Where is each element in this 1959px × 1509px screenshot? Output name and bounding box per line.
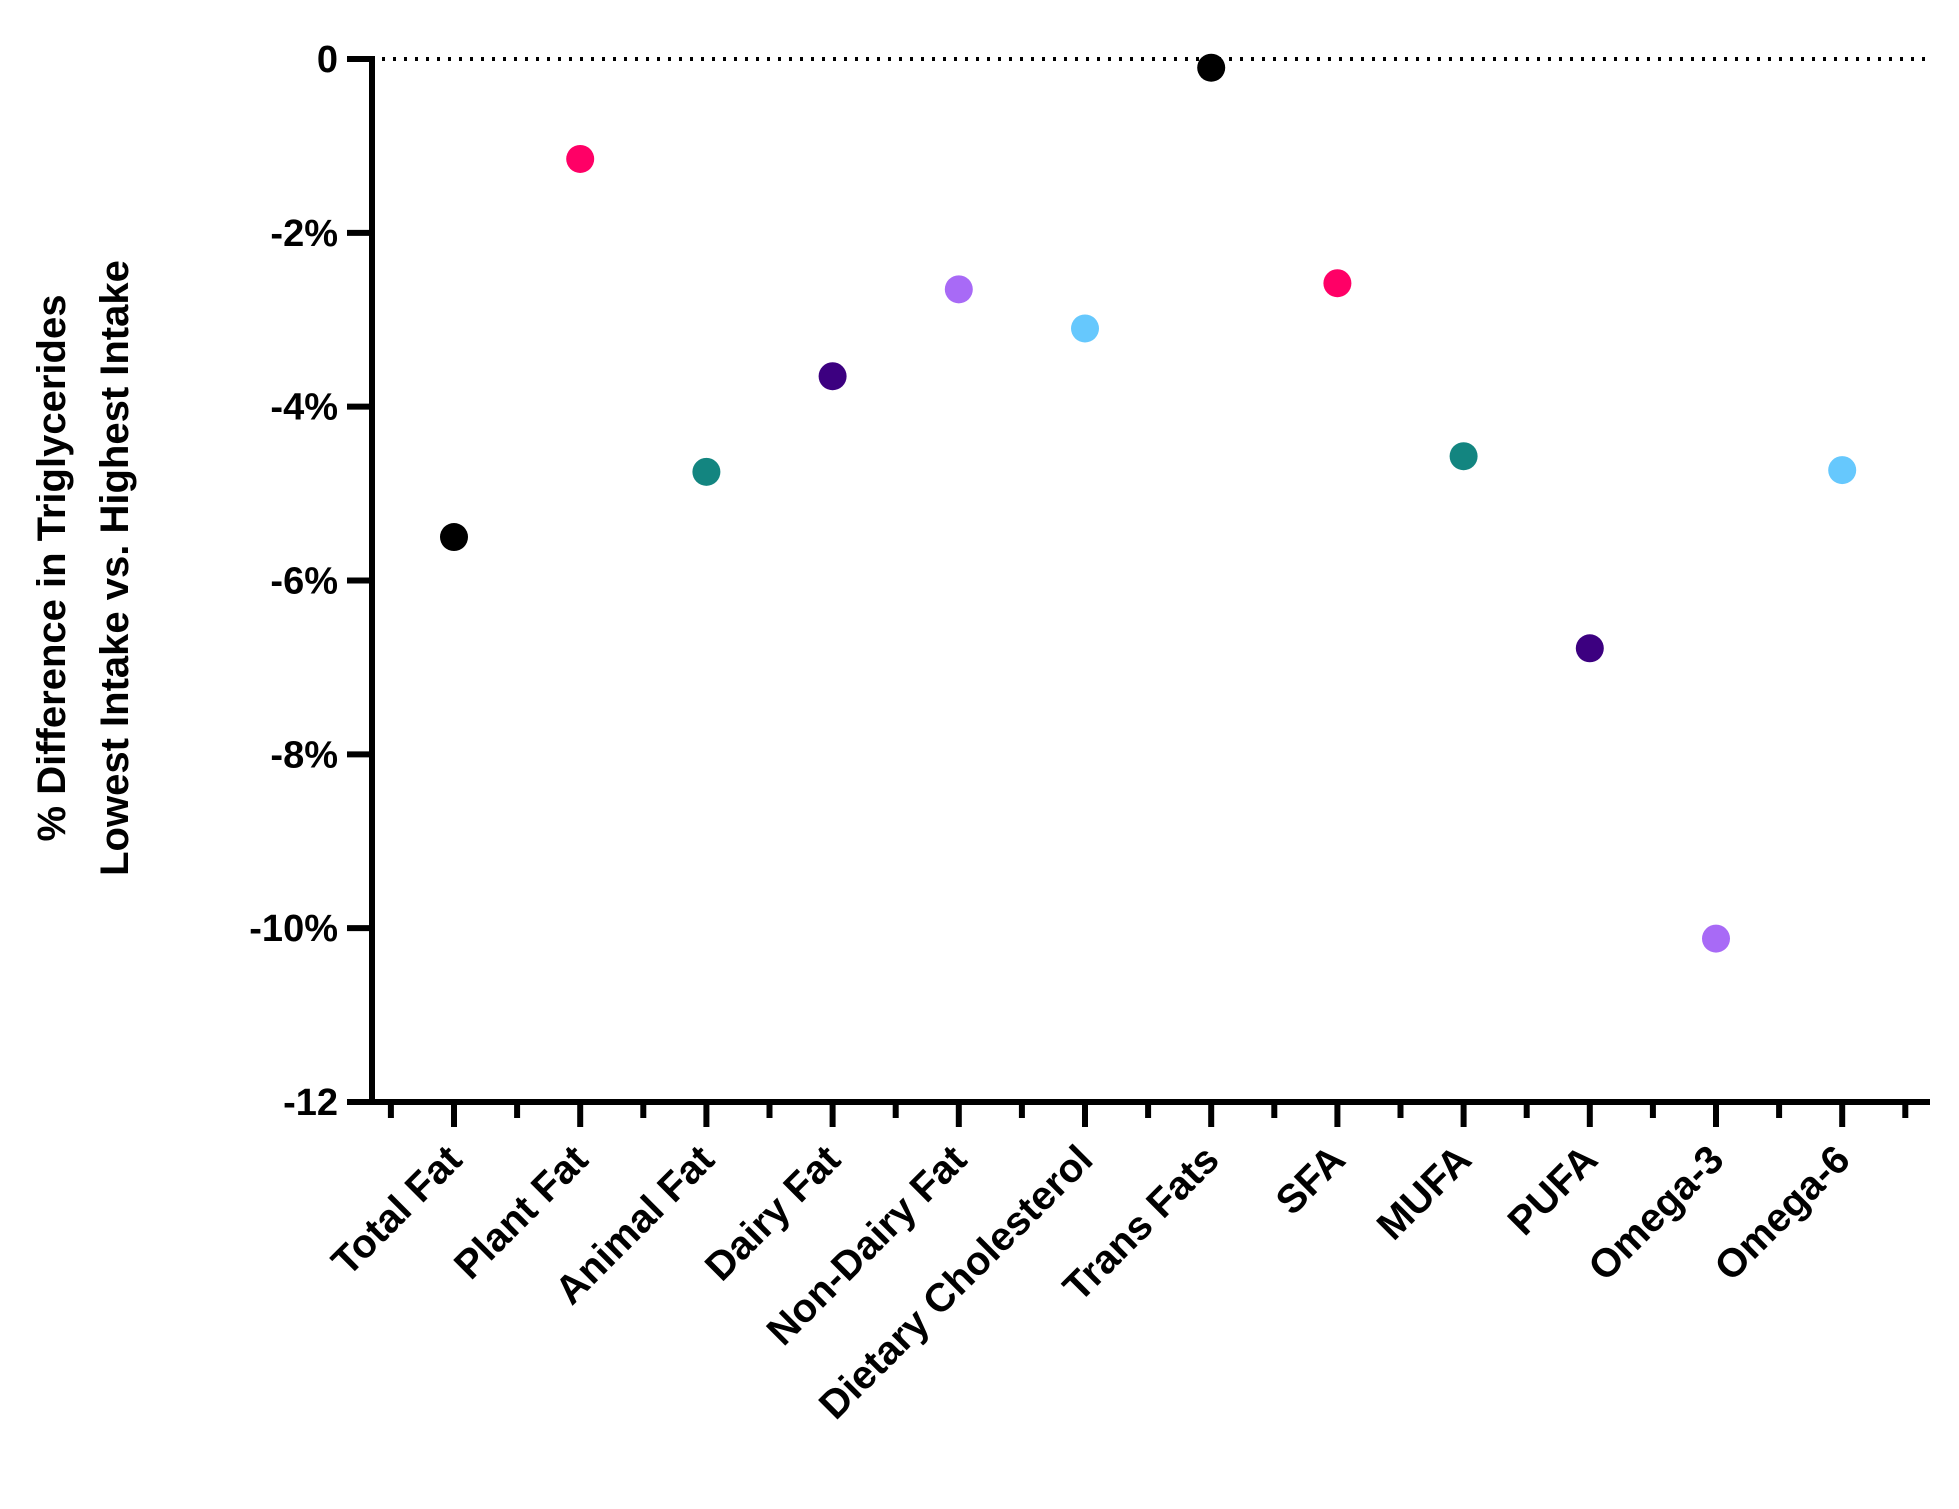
y-tick-label: 0 [317,39,338,81]
y-tick-label: -12 [283,1082,338,1124]
category-label: MUFA [1369,1137,1480,1248]
y-axis-title: % Difference in Triglycerides Lowest Int… [30,260,137,876]
y-axis-title-line-2: Lowest Intake vs. Highest Intake [93,260,137,876]
x-axis-ticks [387,1102,1909,1127]
data-point [1449,442,1478,471]
data-points [440,53,1857,953]
data-point [818,362,847,391]
data-point [1071,314,1099,343]
y-tick-label: -4% [270,387,338,429]
y-tick-label: -6% [270,561,338,603]
data-point [692,457,721,486]
y-tick-label: -8% [270,734,338,776]
category-label: SFA [1268,1137,1354,1223]
data-point [1702,924,1730,953]
data-point [944,275,973,304]
y-tick-label: -10% [249,908,338,950]
category-label: Total Fat [323,1137,470,1284]
data-point [1323,269,1352,298]
category-label: Omega-3 [1580,1137,1732,1289]
y-axis-ticks: 0 -2% -4% -6% -8% -10% -12 [249,39,372,1124]
category-label: Omega-6 [1706,1137,1858,1289]
y-tick-label: -2% [270,213,338,255]
category-label: PUFA [1500,1137,1607,1244]
y-axis-title-line-1: % Difference in Triglycerides [30,295,74,842]
data-point [1197,53,1226,82]
data-point [566,144,595,173]
data-point [440,523,468,552]
data-point [1828,456,1857,485]
data-point [1575,634,1604,663]
